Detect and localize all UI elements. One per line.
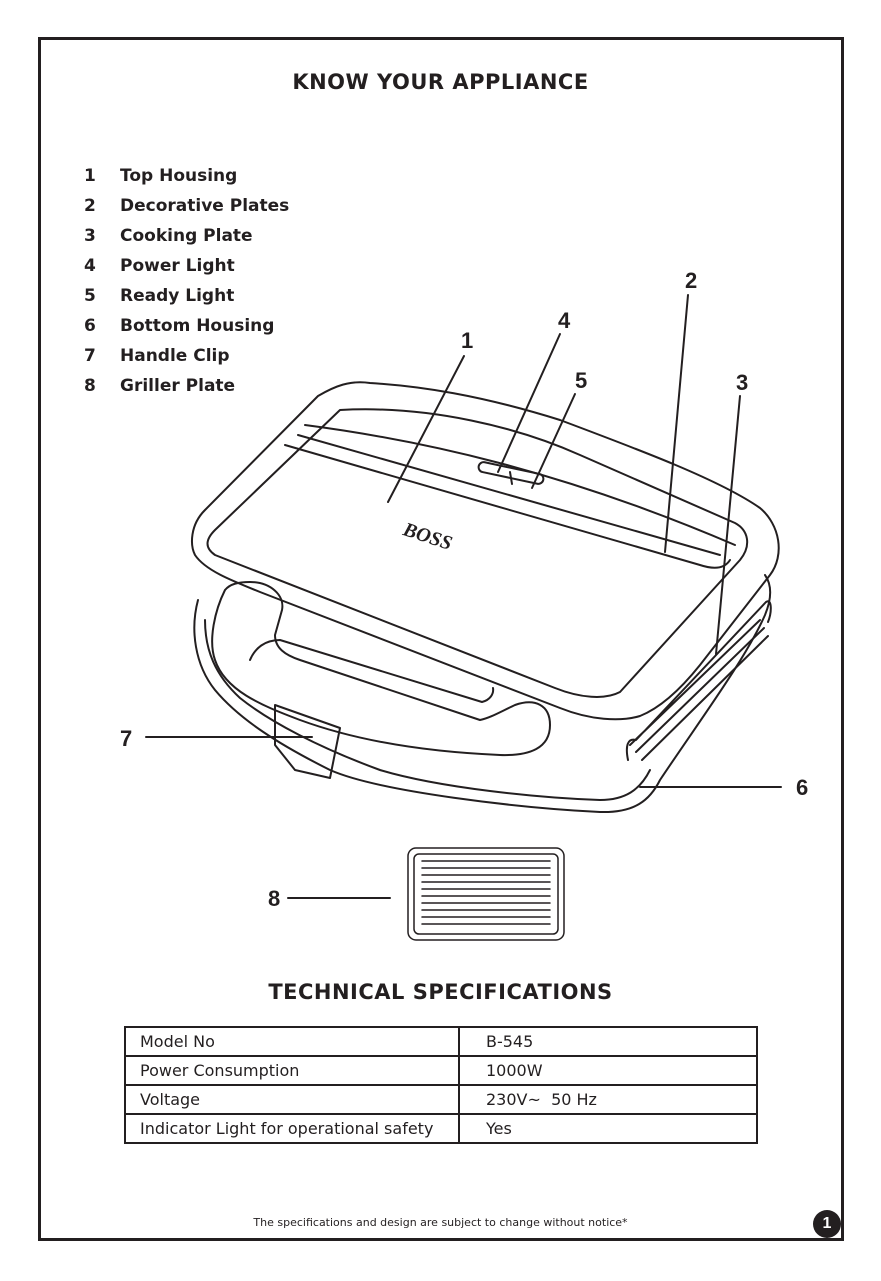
page-border [38, 37, 844, 1241]
list-item: 2 Decorative Plates [84, 191, 289, 221]
callout-line-1 [387, 355, 465, 503]
spec-key: Voltage [124, 1084, 460, 1115]
callout-8: 8 [268, 886, 280, 911]
part-label: Top Housing [120, 166, 238, 186]
decorative-plate [297, 424, 736, 556]
spec-key: Model No [124, 1026, 460, 1057]
spec-key: Indicator Light for operational safety [124, 1113, 460, 1144]
part-label: Ready Light [120, 286, 235, 306]
spec-key: Power Consumption [124, 1055, 460, 1086]
table-row: Model No B-545 [124, 1026, 758, 1057]
section-title-appliance: KNOW YOUR APPLIANCE [292, 70, 589, 94]
section-title-specs: TECHNICAL SPECIFICATIONS [268, 980, 613, 1004]
table-row: Voltage 230V~ 50 Hz [124, 1084, 758, 1115]
top-housing-outline [191, 381, 780, 721]
part-number: 8 [84, 376, 96, 396]
callout-line-5 [531, 393, 576, 489]
list-item: 6 Bottom Housing [84, 311, 289, 341]
footer-note: The specifications and design are subjec… [253, 1216, 628, 1229]
list-item: 3 Cooking Plate [84, 221, 289, 251]
part-label: Griller Plate [120, 376, 236, 396]
part-label: Cooking Plate [120, 226, 253, 246]
part-label: Bottom Housing [120, 316, 275, 336]
specs-table: Model No B-545 Power Consumption 1000W V… [124, 1026, 758, 1144]
handle-inner [249, 639, 495, 703]
table-row: Indicator Light for operational safety Y… [124, 1113, 758, 1144]
spec-value: Yes [458, 1113, 758, 1144]
part-number: 7 [84, 346, 96, 366]
callout-7: 7 [120, 726, 132, 751]
part-number: 3 [84, 226, 96, 246]
callout-4: 4 [558, 308, 571, 333]
part-label: Power Light [120, 256, 235, 276]
appliance-diagram: BOSS 1 2 3 4 5 6 7 8 [120, 268, 808, 941]
list-item: 1 Top Housing [84, 161, 289, 191]
light-divider [509, 471, 513, 485]
callout-1: 1 [461, 328, 473, 353]
part-label: Decorative Plates [120, 196, 290, 216]
part-number: 2 [84, 196, 96, 216]
list-item: 7 Handle Clip [84, 341, 289, 371]
spec-value: 230V~ 50 Hz [458, 1084, 758, 1115]
part-number: 5 [84, 286, 96, 306]
spec-value: B-545 [458, 1026, 758, 1057]
list-item: 8 Griller Plate [84, 371, 289, 401]
callout-3: 3 [736, 370, 748, 395]
part-number: 4 [84, 256, 96, 276]
bottom-housing-outline [193, 574, 772, 814]
callout-2: 2 [685, 268, 697, 293]
griller-plate [407, 847, 565, 941]
lid-panel [206, 408, 749, 698]
part-number: 1 [84, 166, 96, 186]
parts-list: 1 Top Housing 2 Decorative Plates 3 Cooking… [84, 161, 289, 401]
list-item: 5 Ready Light [84, 281, 289, 311]
table-row: Power Consumption 1000W [124, 1055, 758, 1086]
list-item: 4 Power Light [84, 251, 289, 281]
handle-clip [274, 704, 341, 779]
handle [211, 581, 551, 757]
power-light [477, 461, 545, 485]
bottom-housing-inner [204, 619, 651, 801]
callout-line-3 [715, 395, 741, 655]
spec-value: 1000W [458, 1055, 758, 1086]
brand-logo: BOSS [399, 518, 454, 555]
cooking-plate-edges [625, 600, 772, 761]
callout-6: 6 [796, 775, 808, 800]
callout-line-4 [497, 333, 561, 473]
part-label: Handle Clip [120, 346, 230, 366]
callout-5: 5 [575, 368, 587, 393]
part-number: 6 [84, 316, 96, 336]
callout-line-2 [664, 294, 689, 553]
decorative-plate-lower [284, 444, 731, 569]
page-number-badge: 1 [813, 1210, 841, 1238]
